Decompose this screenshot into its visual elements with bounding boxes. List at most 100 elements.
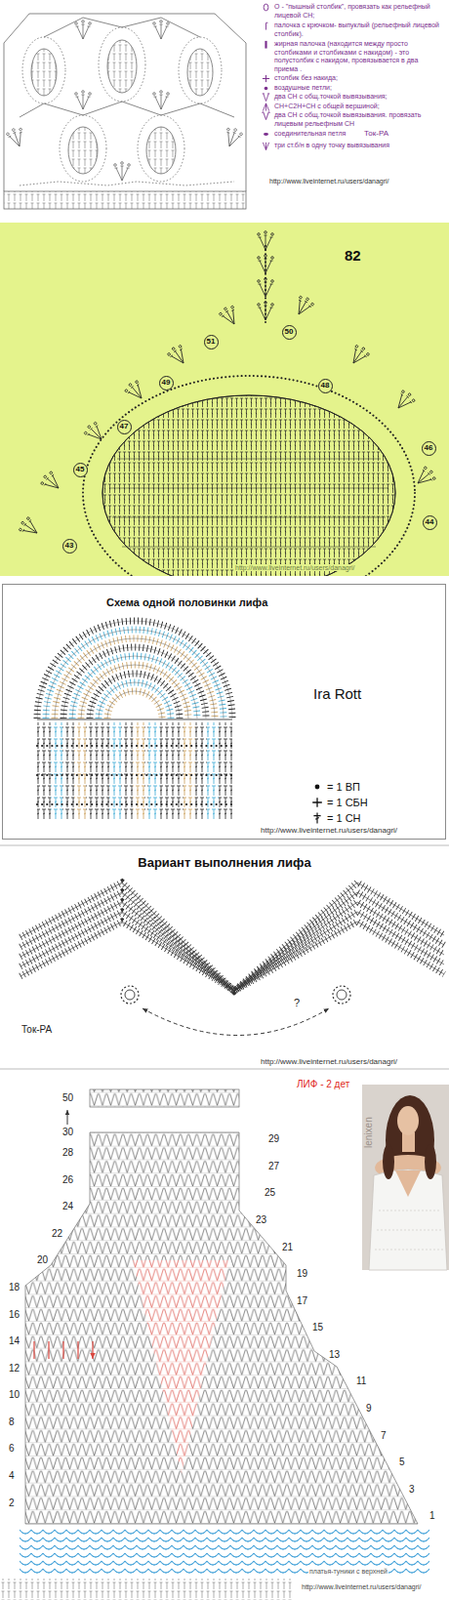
row-number: 22 [50, 1228, 64, 1239]
callout-number: 49 [162, 378, 171, 387]
legend-item: три ст.б/н в одну точку вывязывания [261, 141, 444, 151]
pineapple-chart [3, 13, 246, 209]
row-number: 20 [36, 1255, 49, 1266]
author-mark: Ток-РА [20, 1024, 53, 1035]
legend-text: = 1 СН [326, 812, 362, 825]
row-number: 26 [61, 1175, 75, 1185]
legend-text: два СН с общ.точкой вывязывания. провяза… [274, 111, 444, 128]
legend-symbol [261, 111, 271, 121]
legend-item: два СН с общ.точкой вывязывания. провяза… [261, 111, 444, 128]
row-number: 15 [311, 1322, 325, 1333]
row-number: 10 [7, 1389, 21, 1400]
callout-number: 43 [65, 541, 75, 550]
row-number: 12 [7, 1363, 21, 1374]
row-number: 19 [295, 1268, 309, 1279]
chart-frame: Схема одной половинки лифаIra Rott [1, 583, 447, 840]
section-heading: Вариант выполнения лифа [136, 856, 312, 869]
row-number: 23 [254, 1215, 268, 1225]
url-watermark: http://www.liveinternet.ru/users/danagri… [268, 177, 391, 185]
row-number: 6 [7, 1443, 16, 1454]
legend-symbol [261, 40, 271, 49]
author-mark: Ток-РА [363, 129, 390, 138]
caption: платья-туники с верхней [308, 1567, 389, 1575]
row-number: 50 [61, 1093, 75, 1103]
callout-number: 44 [425, 518, 435, 527]
legend-item: жирная палочка (находится между просто с… [261, 40, 444, 74]
round-callout: 48 [318, 378, 333, 394]
row-number: 21 [281, 1242, 294, 1253]
legend-symbol [261, 129, 271, 139]
round-callout: 50 [282, 325, 297, 340]
callout-number: 50 [285, 327, 294, 336]
legend-text: СН+С2Н+СН с общей вершиной; [274, 102, 444, 112]
row-number: 4 [7, 1470, 16, 1481]
round-callout: 43 [62, 538, 78, 554]
row-number: 8 [7, 1417, 16, 1428]
row-number: 17 [295, 1296, 309, 1307]
legend-item: = 1 СБН [311, 796, 368, 810]
legend-symbol [261, 21, 271, 31]
chart-number: 82 [343, 247, 363, 263]
round-callout: 45 [73, 462, 88, 478]
legend-item: столбик без накида; [261, 74, 444, 83]
legend-text: жирная палочка (находится между просто с… [274, 40, 444, 74]
row-number: 30 [61, 1127, 75, 1138]
url-watermark: http://www.liveinternet.ru/users/danagri… [300, 1583, 423, 1591]
legend-text: = 1 ВП [326, 780, 361, 794]
legend-item: соединительная петля [261, 129, 444, 139]
legend-item: палочка с крючком- выпуклый (рельефный л… [261, 21, 444, 39]
legend-text: соединительная петля [274, 129, 444, 139]
callout-number: 45 [76, 465, 85, 474]
row-number: 2 [7, 1498, 16, 1509]
round-callout: 51 [204, 334, 219, 350]
url-watermark: http://www.liveinternet.ru/users/danagri… [259, 1058, 399, 1066]
bodice-fan-chart [37, 620, 233, 820]
legend-item: = 1 ВП [311, 780, 361, 794]
legend-text: воздушные петли; [274, 83, 444, 93]
legend-symbol [261, 2, 271, 12]
legend-symbol [261, 141, 271, 151]
callout-number: 47 [120, 422, 129, 431]
legend-text: два СН с общ.точкой вывязывания; [274, 92, 444, 102]
legend-item: два СН с общ.точкой вывязывания; [261, 92, 444, 102]
legend-symbol [261, 83, 271, 93]
row-number: 3 [408, 1484, 416, 1495]
legend-symbol [311, 812, 324, 824]
callout-number: 51 [206, 337, 216, 346]
legend-symbol [311, 796, 324, 809]
row-number: 13 [327, 1349, 341, 1360]
legend-item: СН+С2Н+СН с общей вершиной; [261, 102, 444, 112]
legend-text: О - "пышный столбик", провязать как рель… [274, 2, 444, 20]
legend-symbol [261, 102, 271, 112]
row-number: 29 [267, 1134, 281, 1144]
row-number: 1 [428, 1510, 437, 1521]
round-callout: 47 [117, 419, 132, 435]
row-number: 14 [7, 1336, 21, 1347]
model-photo [362, 1084, 449, 1270]
row-number: 9 [365, 1403, 373, 1414]
row-number: 7 [379, 1430, 388, 1441]
row-number: 11 [355, 1376, 368, 1387]
legend-text: три ст.б/н в одну точку вывязывания [274, 141, 444, 151]
author-name: Ira Rott [313, 686, 362, 703]
frame-title: Схема одной половинки лифа [106, 596, 268, 609]
legend-text: столбик без накида; [274, 74, 444, 83]
row-number: 24 [61, 1201, 75, 1212]
question-mark: ? [292, 997, 301, 1009]
legend-item: О - "пышный столбик", провязать как рель… [261, 2, 444, 20]
row-number: 27 [267, 1161, 281, 1172]
row-number: 18 [7, 1282, 21, 1293]
part-title: ЛИФ - 2 дет [295, 1079, 351, 1090]
photo-watermark: lenixen [364, 1116, 374, 1148]
legend-symbol [261, 92, 271, 102]
url-watermark: http://www.liveinternet.ru/users/danagri… [259, 826, 399, 835]
legend-text: палочка с крючком- выпуклый (рельефный л… [274, 21, 444, 39]
legend-item: = 1 СН [311, 812, 362, 825]
url-watermark: http://www.liveinternet.ru/users/danagri… [234, 564, 357, 572]
legend-text: = 1 СБН [326, 796, 368, 810]
callout-number: 46 [424, 444, 434, 452]
row-number: 5 [398, 1457, 407, 1468]
row-number: 25 [263, 1187, 277, 1198]
